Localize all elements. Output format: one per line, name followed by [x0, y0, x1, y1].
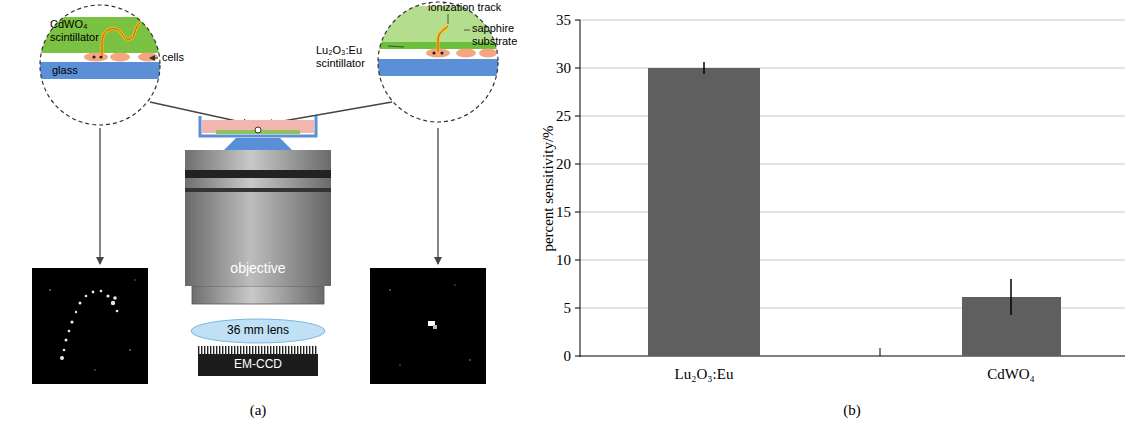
circle-inset: [376, 0, 500, 124]
node-text: glass: [52, 64, 92, 77]
node-text: ionization track: [428, 1, 501, 14]
node-text: EM-CCD: [234, 358, 282, 372]
panel-label: CdWO₄: [987, 366, 1035, 383]
tick-label: 30: [556, 60, 571, 77]
camera-sensor: EM-CCD: [198, 354, 318, 376]
panel-label: (b): [843, 402, 861, 419]
node-text: objective: [230, 260, 285, 276]
scintillation-image-left: [32, 268, 148, 384]
scintillator-detail: ionization trackLu₂O₃:Eu scintillatorsap…: [376, 0, 500, 124]
tick-label: 15: [556, 204, 571, 221]
tick-label: 5: [564, 300, 572, 317]
node-text: CdWO₄ scintillator: [50, 18, 102, 43]
scintillation-image-right: [370, 268, 486, 384]
scintillator-detail: CdWO₄ scintillatorcellsglass: [38, 3, 162, 127]
panel-label: (a): [250, 402, 267, 419]
node-text: Lu₂O₃:Eu scintillator: [316, 44, 386, 69]
tick-label: 35: [556, 12, 571, 29]
ccd-pixels: [198, 346, 318, 354]
tick-label: 25: [556, 108, 571, 125]
panel-label: Lu₂O₃:Eu: [675, 366, 734, 383]
bar-chart: [575, 20, 1125, 357]
tick-label: 0: [564, 348, 572, 365]
objective-lens: objective: [185, 192, 331, 286]
objective-body: [185, 138, 331, 304]
node-text: cells: [162, 51, 184, 64]
relay-lens: 36 mm lens: [190, 318, 326, 344]
culture-dish: [200, 116, 316, 136]
axis-title: percent sensitivity/%: [540, 125, 557, 251]
tick-label: 10: [556, 252, 571, 269]
tick-label: 20: [556, 156, 571, 173]
node-text: 36 mm lens: [227, 324, 289, 338]
node-text: sapphire substrate: [472, 22, 532, 47]
